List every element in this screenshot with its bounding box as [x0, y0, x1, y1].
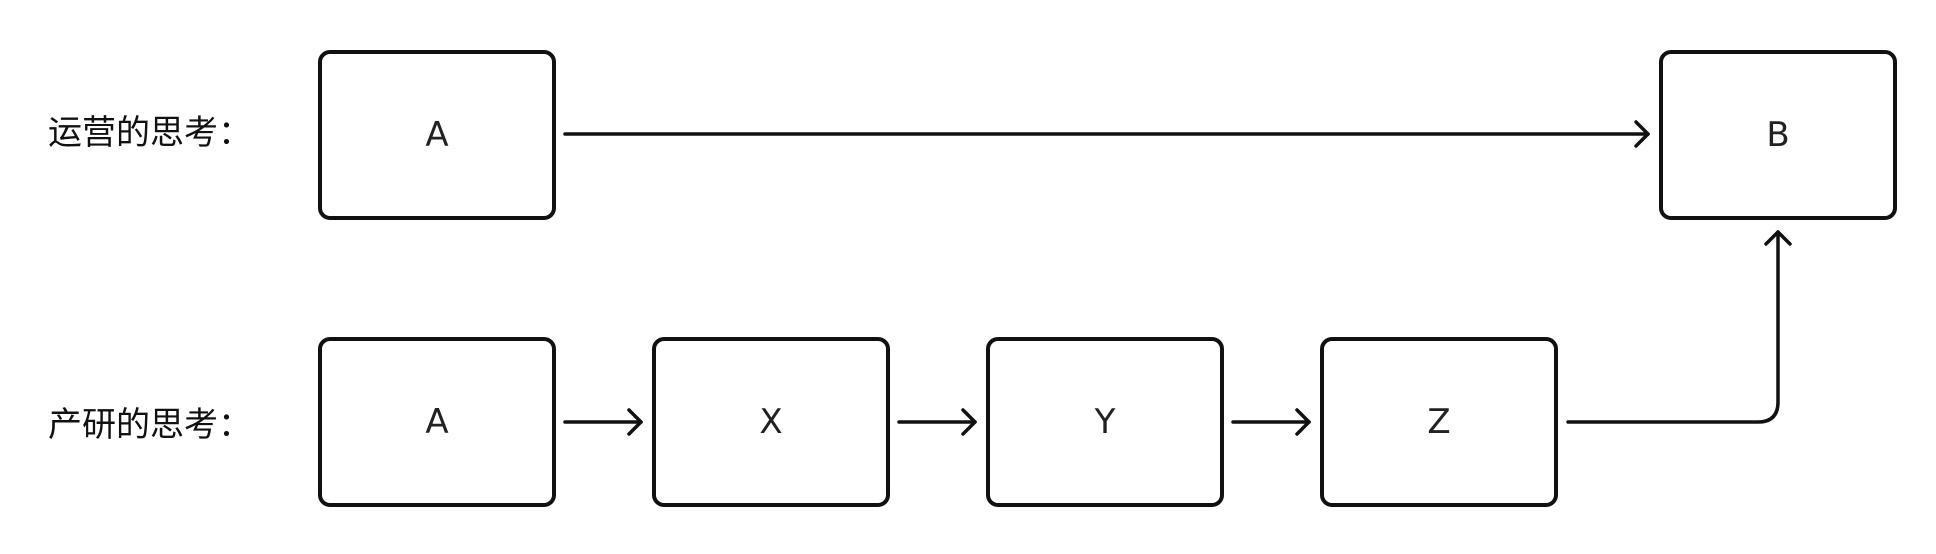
- node-label: A: [425, 402, 449, 442]
- node-ops-a: A: [318, 50, 556, 220]
- node-rd-x: X: [652, 337, 890, 507]
- node-label: Z: [1427, 402, 1451, 442]
- node-label: A: [425, 115, 449, 155]
- node-label: B: [1766, 115, 1790, 155]
- row-label-ops: 运营的思考：: [48, 113, 252, 153]
- node-rd-a: A: [318, 337, 556, 507]
- arrowhead-ops-b-bottom: [1764, 230, 1792, 246]
- arrowhead-ops-b: [1634, 120, 1650, 148]
- node-ops-b: B: [1659, 50, 1897, 220]
- node-rd-y: Y: [986, 337, 1224, 507]
- edge-rd-z-to-ops-b: [1566, 230, 1780, 424]
- arrowhead-rd-z: [1295, 408, 1311, 436]
- arrowhead-rd-y: [961, 408, 977, 436]
- arrowhead-rd-x: [627, 408, 643, 436]
- node-rd-z: Z: [1320, 337, 1558, 507]
- node-label: Y: [1094, 402, 1116, 442]
- node-label: X: [759, 402, 783, 442]
- row-label-rd: 产研的思考：: [48, 405, 252, 445]
